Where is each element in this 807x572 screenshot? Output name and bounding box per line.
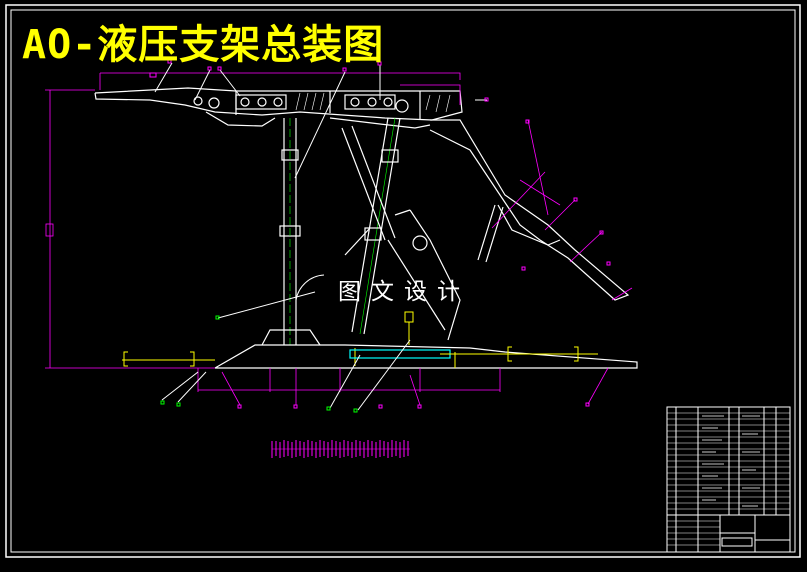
technical-notes — [271, 440, 410, 458]
front-prop-leg — [279, 118, 301, 345]
base-skid — [214, 329, 638, 369]
leader-arc — [295, 274, 325, 301]
canopy-hatching — [295, 92, 451, 113]
watermark-text: 图文设计 — [338, 279, 470, 305]
part-markers — [149, 59, 611, 413]
leader-lines — [154, 62, 487, 411]
shield-linkage — [429, 119, 633, 301]
drawing-title: AO-液压支架总装图 — [22, 22, 385, 68]
title-block-rows — [667, 412, 790, 546]
canopy-top-dimension — [100, 72, 461, 80]
rear-hydraulic-legs — [341, 117, 461, 341]
height-dimension — [45, 89, 215, 369]
canopy-right-dimension — [400, 84, 461, 105]
title-block — [666, 406, 791, 553]
push-ram — [122, 311, 598, 367]
bottom-dimensions — [197, 367, 609, 406]
canopy-beam — [94, 87, 463, 129]
title-block-entries — [702, 415, 760, 507]
drawing-frame — [5, 4, 801, 558]
